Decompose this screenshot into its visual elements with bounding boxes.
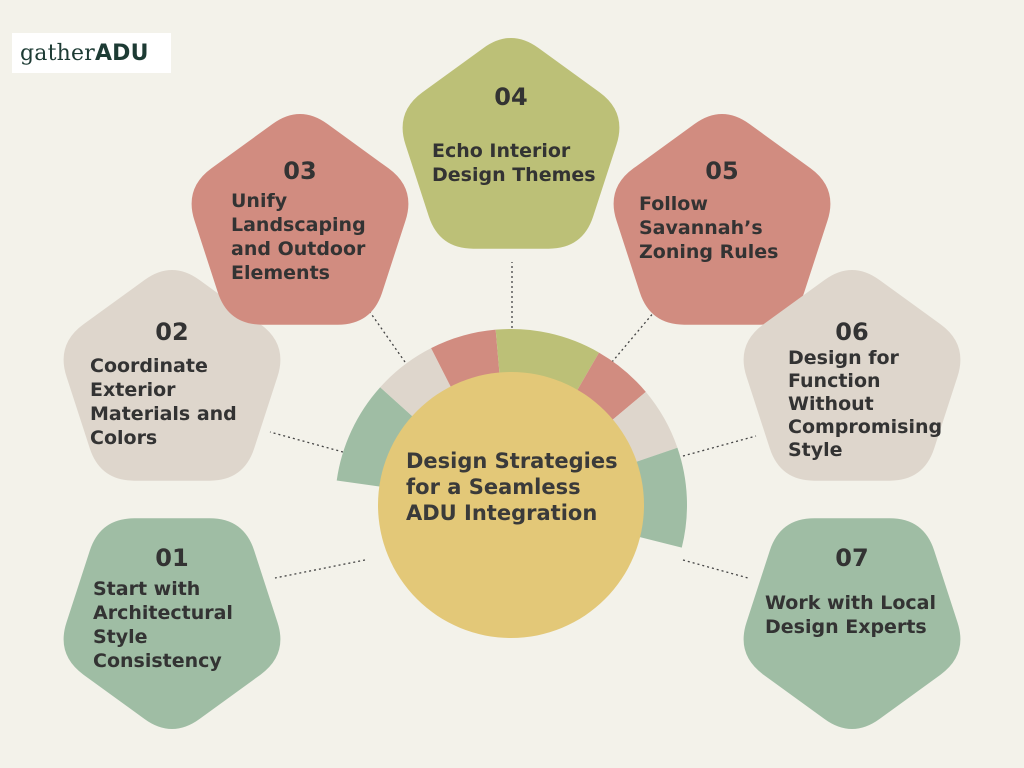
- center-title-line: Design Strategies: [406, 449, 618, 473]
- step-01-label-line: Architectural: [93, 602, 233, 624]
- step-05-label-line: Savannah’s: [639, 217, 763, 239]
- step-06-label-line: Compromising: [788, 416, 942, 438]
- step-01-number: 01: [155, 544, 188, 572]
- brand-logo-part2: ADU: [94, 40, 149, 66]
- step-02-label-line: Colors: [90, 427, 157, 449]
- step-06-number: 06: [835, 318, 868, 346]
- step-07-label-line: Work with Local: [765, 592, 936, 614]
- step-04-label-line: Design Themes: [432, 164, 596, 186]
- step-02-number: 02: [155, 318, 188, 346]
- step-07-label-line: Design Experts: [765, 616, 927, 638]
- step-07-number: 07: [835, 544, 868, 572]
- connector-01: [274, 559, 366, 579]
- step-04-pentagon: [402, 38, 620, 249]
- center-title-line: ADU Integration: [406, 501, 597, 525]
- step-02-label-line: Materials and: [90, 403, 237, 425]
- step-01-label-line: Style: [93, 626, 148, 648]
- step-03-label-line: and Outdoor: [231, 238, 366, 260]
- step-03-label-line: Elements: [231, 262, 330, 284]
- step-01-label-line: Start with: [93, 578, 200, 600]
- step-04-label-line: Echo Interior: [432, 140, 571, 162]
- connector-lines: [269, 262, 757, 579]
- step-05-pentagon: [613, 114, 831, 325]
- step-01-pentagon: [63, 518, 281, 729]
- step-03-pentagon: [191, 114, 409, 325]
- step-06-label-line: Style: [788, 439, 843, 461]
- step-04-number: 04: [494, 83, 527, 111]
- step-03-number: 03: [283, 157, 316, 185]
- step-06-pentagon: [743, 270, 961, 481]
- center-circle: [378, 372, 644, 638]
- step-05-label-line: Zoning Rules: [639, 241, 778, 263]
- step-07-pentagon: [743, 518, 961, 729]
- step-03-label-line: Landscaping: [231, 214, 366, 236]
- step-02-label-line: Coordinate: [90, 355, 208, 377]
- step-01-label-line: Consistency: [93, 650, 222, 672]
- connector-02: [269, 431, 344, 453]
- step-06-label-line: Without: [788, 393, 874, 415]
- center-title-line: for a Seamless: [406, 475, 581, 499]
- step-02-label-line: Exterior: [90, 379, 176, 401]
- connector-06: [682, 435, 757, 457]
- connector-07: [682, 559, 749, 579]
- step-06-label-line: Function: [788, 370, 881, 392]
- brand-logo-part1: gather: [20, 40, 95, 66]
- step-05-number: 05: [705, 157, 738, 185]
- step-03-label-line: Unify: [231, 190, 288, 212]
- step-05-label-line: Follow: [639, 193, 708, 215]
- ring-segment-01: [336, 387, 422, 489]
- step-02-pentagon: [63, 270, 281, 481]
- connector-03: [364, 304, 406, 363]
- step-06-label-line: Design for: [788, 347, 900, 369]
